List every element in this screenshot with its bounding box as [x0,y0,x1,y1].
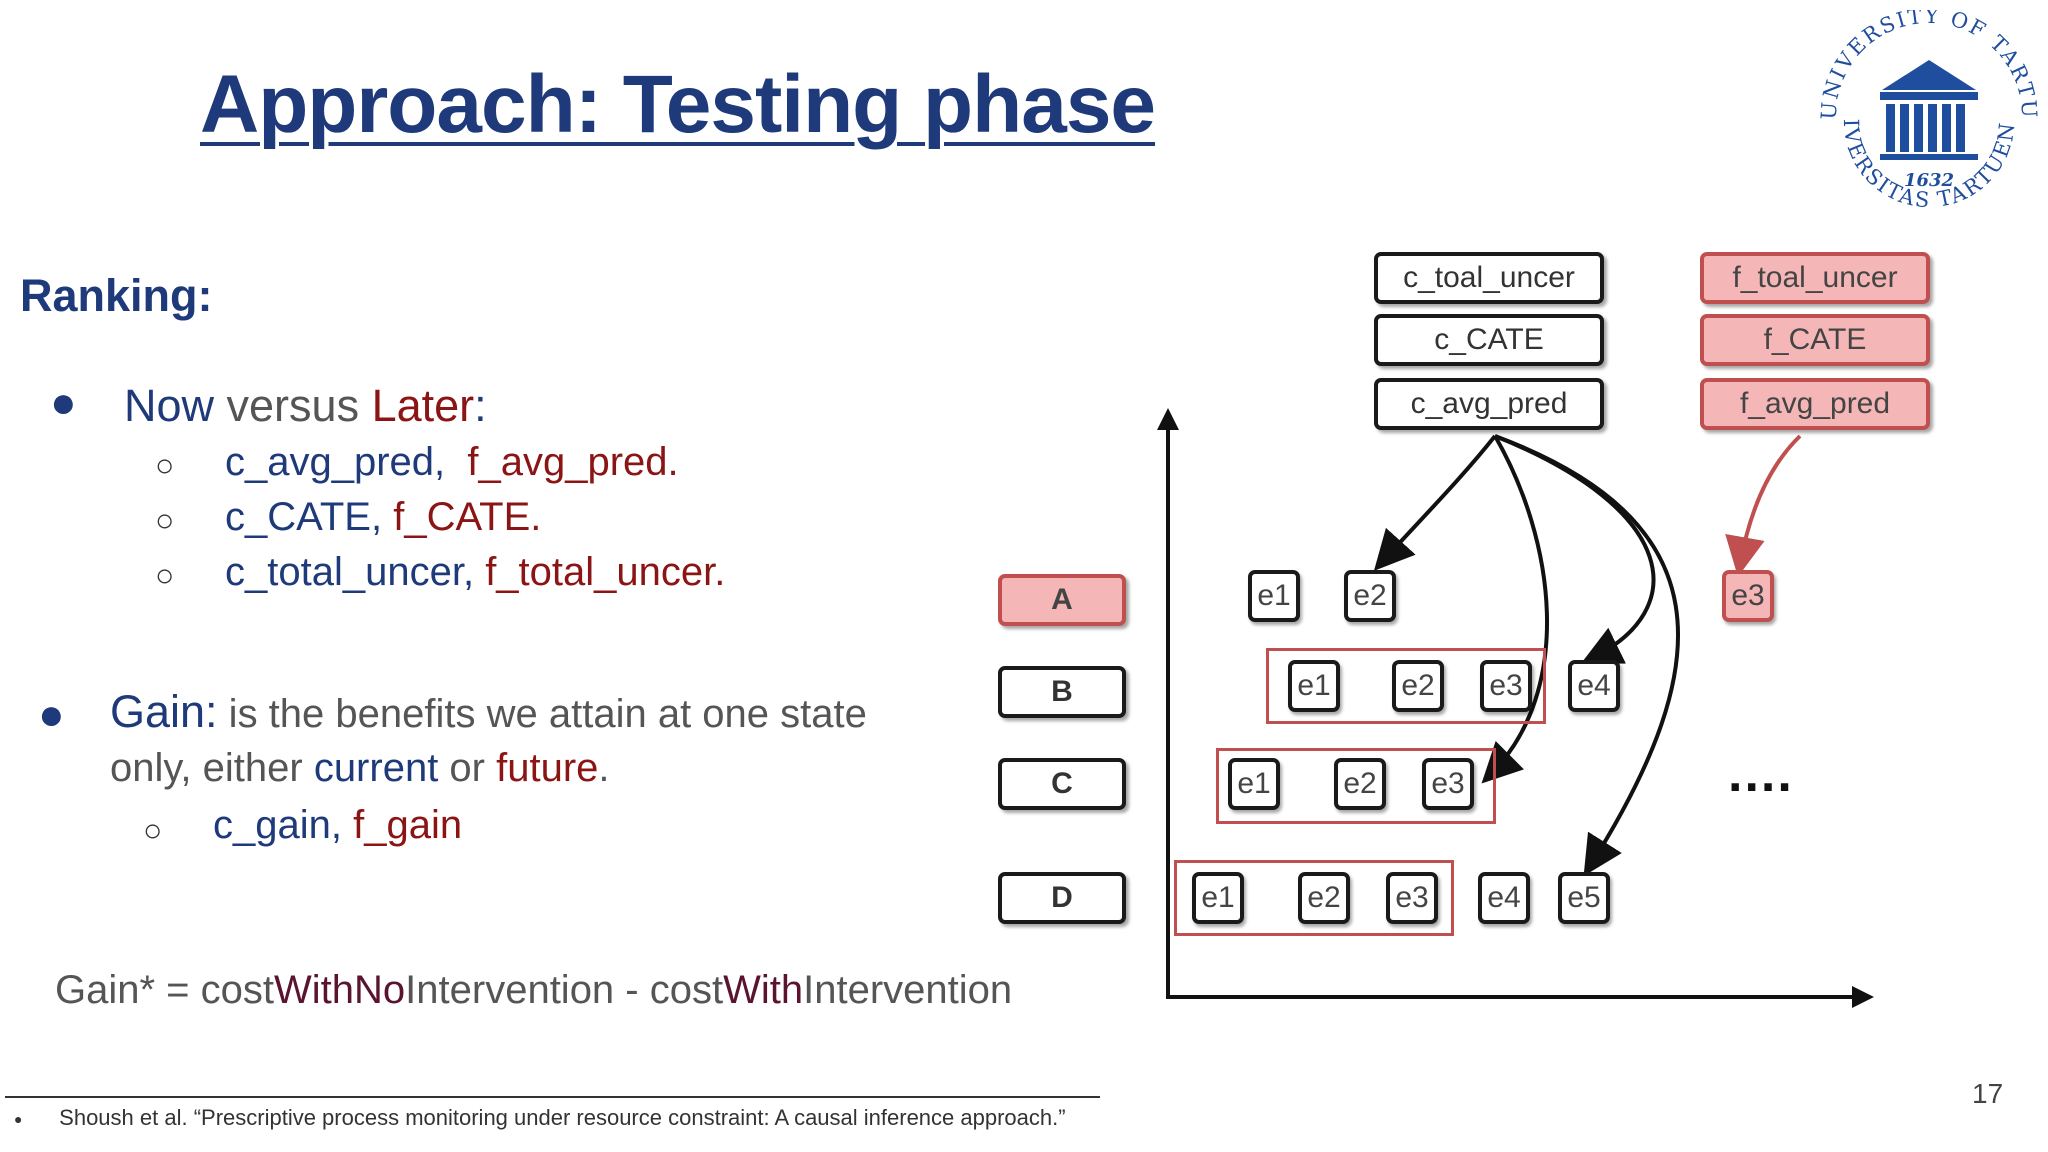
event-a-e1: e1 [1248,570,1300,622]
bullet-dot: ● [38,690,65,739]
f-avg-pred-box: f_avg_pred [1700,378,1930,430]
now-text: Now [124,380,215,431]
page-title: Approach: Testing phase [200,59,1156,150]
event-d-e5: e5 [1558,872,1610,924]
event-c-e1: e1 [1228,758,1280,810]
row-label-d: D [998,872,1126,924]
current-text: current [313,746,439,790]
event-c-e2: e2 [1334,758,1386,810]
sub-bullet: ○ [155,502,175,538]
event-b-e1: e1 [1288,660,1340,712]
bullet-now-versus-later: Now versus Later: [124,380,487,431]
c-cate-box: c_CATE [1374,314,1604,366]
event-a-e2: e2 [1344,570,1396,622]
event-a-e3: e3 [1722,570,1774,622]
row-label-a: A [998,574,1126,626]
event-b-e3: e3 [1480,660,1532,712]
row-d-group [1174,860,1454,936]
sub-item-cate: c_CATE, f_CATE. [225,495,542,539]
page-number: 17 [1972,1078,2004,1109]
sub-bullet: ○ [155,447,175,483]
more-ellipsis: .... [1728,745,1794,803]
event-b-e2: e2 [1392,660,1444,712]
c-avg-pred-box: c_avg_pred [1374,378,1604,430]
f-total-uncer-box: f_toal_uncer [1700,252,1930,304]
later-text: Later [371,380,475,431]
event-d-e2: e2 [1298,872,1350,924]
university-logo: UNIVERSITY OF TARTU UNIVERSITAS TARTUENS… [1814,10,2039,218]
row-b-group [1266,648,1546,724]
gain-definition-line2: only, either current or future. [110,746,610,790]
event-c-e3: e3 [1422,758,1474,810]
bullet-dot: ● [50,378,77,427]
event-b-e4: e4 [1568,660,1620,712]
gain-formula: Gain* = costWithNoIntervention - costWit… [55,968,1013,1012]
ranking-heading: Ranking: [20,270,213,321]
event-d-e3: e3 [1386,872,1438,924]
sub-item-gain: c_gain, f_gain [213,803,463,847]
row-label-b: B [998,666,1126,718]
logo-year: 1632 [1904,170,1954,191]
row-label-c: C [998,758,1126,810]
sub-bullet: ○ [143,812,163,848]
c-total-uncer-box: c_toal_uncer [1374,252,1604,304]
row-c-group [1216,748,1496,824]
gain-definition-line1: Gain: is the benefits we attain at one s… [110,686,867,737]
sub-item-total-uncer: c_total_uncer, f_total_uncer. [225,550,726,594]
footer-divider [5,1096,1100,1098]
sub-bullet: ○ [155,557,175,593]
sub-item-avg-pred: c_avg_pred, f_avg_pred. [225,440,679,484]
future-text: future [496,746,599,790]
gain-label: Gain: [110,686,218,737]
event-d-e4: e4 [1478,872,1530,924]
event-d-e1: e1 [1192,872,1244,924]
citation-footer: ● Shoush et al. “Prescriptive process mo… [14,1105,1066,1130]
f-cate-box: f_CATE [1700,314,1930,366]
